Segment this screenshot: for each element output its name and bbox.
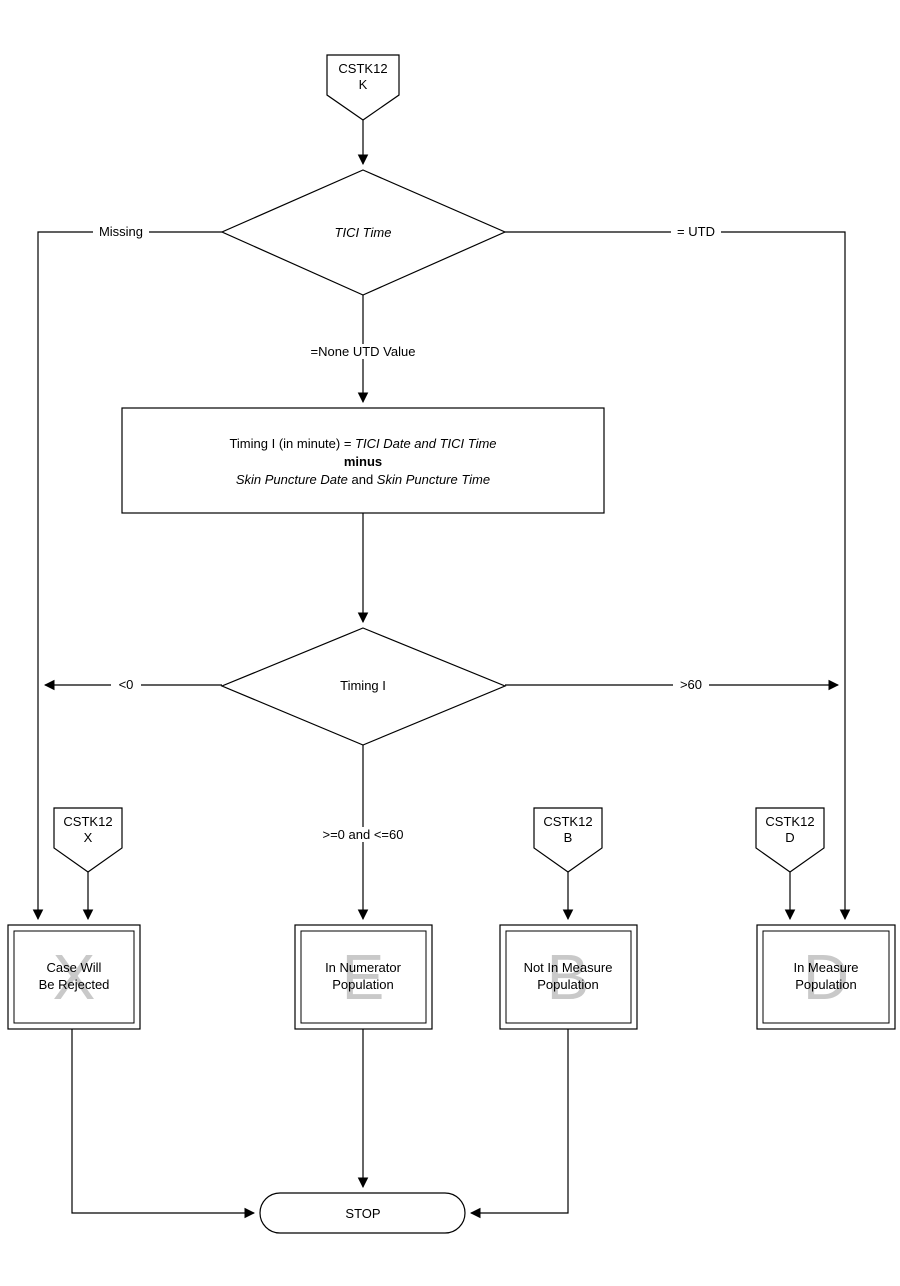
offpage-connector-b-line2: B [564,830,573,845]
offpage-connector-d-shape [755,807,825,873]
stop-terminator-shape [259,1192,466,1234]
stop-terminator: STOP [259,1192,466,1234]
edge-label-zero-to-sixty-text: >=0 and <=60 [323,827,404,842]
process-timing-line2: minus [344,454,382,469]
edge-utd-to-in-measure [505,231,851,921]
terminal-in-measure-line2: Population [795,977,856,992]
terminal-in-numerator-inner [300,930,427,1024]
terminal-case-rejected-watermark: X [53,941,96,1013]
offpage-connector-x-line1: CSTK12 [63,814,112,829]
terminal-in-numerator: E In Numerator Population [294,924,433,1030]
edge-label-missing-bg [93,224,149,239]
terminal-in-measure-watermark: D [803,941,849,1013]
process-timing-calculation: Timing I (in minute) = TICI Date and TIC… [121,407,605,514]
edge-label-zero-to-sixty-bg [313,827,413,842]
edge-label-utd-bg [671,224,721,239]
offpage-connector-x-line2: X [84,830,93,845]
terminal-in-measure-inner [762,930,890,1024]
edge-label-missing-text: Missing [99,224,143,239]
process-timing-line3-italic-b: Skin Puncture Time [377,472,490,487]
decision-timing-i-label: Timing I [340,678,386,693]
edge-label-none-utd-value-text: =None UTD Value [311,344,416,359]
edge-label-greater-than-sixty: >60 [673,677,709,692]
offpage-connector-b: CSTK12 B [533,807,603,873]
offpage-connector-b-line1: CSTK12 [543,814,592,829]
edge-rejected-to-stop [71,1029,256,1219]
edge-label-less-than-zero-text: <0 [119,677,134,692]
terminal-case-rejected: X Case Will Be Rejected [7,924,141,1030]
decision-timing-i-shape [220,627,507,746]
offpage-connector-x-shape [53,807,123,873]
terminal-case-rejected-line2: Be Rejected [39,977,110,992]
edge-label-utd-text: = UTD [677,224,715,239]
offpage-connector-d: CSTK12 D [755,807,825,873]
edge-label-none-utd-value: =None UTD Value [305,344,421,359]
process-timing-line1: Timing I (in minute) = TICI Date and TIC… [229,436,496,451]
terminal-case-rejected-line1: Case Will [47,960,102,975]
offpage-connector-b-shape [533,807,603,873]
offpage-connector-x: CSTK12 X [53,807,123,873]
stop-terminator-label: STOP [345,1206,380,1221]
terminal-not-in-measure-inner [505,930,632,1024]
edge-label-zero-to-sixty: >=0 and <=60 [313,827,413,842]
edge-label-utd: = UTD [671,224,721,239]
decision-timing-i: Timing I [220,627,507,746]
offpage-connector-k-line1: CSTK12 [338,61,387,76]
process-timing-calculation-shape [121,407,605,514]
terminal-in-numerator-line2: Population [332,977,393,992]
terminal-in-measure: D In Measure Population [756,924,896,1030]
edge-label-less-than-zero: <0 [111,677,141,692]
edge-label-missing: Missing [93,224,149,239]
offpage-connector-k-line2: K [359,77,368,92]
terminal-in-numerator-outer [294,924,433,1030]
process-timing-line1-italic: TICI Date and TICI Time [355,436,496,451]
terminal-not-in-measure-line1: Not In Measure [524,960,613,975]
terminal-not-in-measure-line2: Population [537,977,598,992]
offpage-connector-d-line2: D [785,830,794,845]
offpage-connector-k: CSTK12 K [326,54,400,121]
edge-label-greater-than-sixty-text: >60 [680,677,702,692]
decision-tici-time-label: TICI Time [335,225,392,240]
terminal-in-numerator-line1: In Numerator [325,960,402,975]
terminal-not-in-measure-outer [499,924,638,1030]
process-timing-line3-italic-a: Skin Puncture Date [236,472,348,487]
process-timing-line3: Skin Puncture Date and Skin Puncture Tim… [236,472,490,487]
offpage-connector-k-shape [326,54,400,121]
terminal-case-rejected-inner [13,930,135,1024]
terminal-case-rejected-outer [7,924,141,1030]
edge-missing-to-rejected [32,231,222,921]
offpage-connector-d-line1: CSTK12 [765,814,814,829]
edge-label-less-than-zero-bg [111,677,141,692]
edge-not-in-measure-to-stop [469,1029,569,1219]
terminal-not-in-measure-watermark: B [547,941,590,1013]
terminal-in-measure-line1: In Measure [793,960,858,975]
edge-label-greater-than-sixty-bg [673,677,709,692]
terminal-in-numerator-watermark: E [342,941,385,1013]
decision-tici-time: TICI Time [220,169,507,296]
process-timing-line3-plain: and [348,472,377,487]
terminal-in-measure-outer [756,924,896,1030]
decision-tici-time-shape [220,169,507,296]
process-timing-line1-plain: Timing I (in minute) = [229,436,355,451]
edge-label-none-utd-value-bg [305,344,421,359]
terminal-not-in-measure: B Not In Measure Population [499,924,638,1030]
